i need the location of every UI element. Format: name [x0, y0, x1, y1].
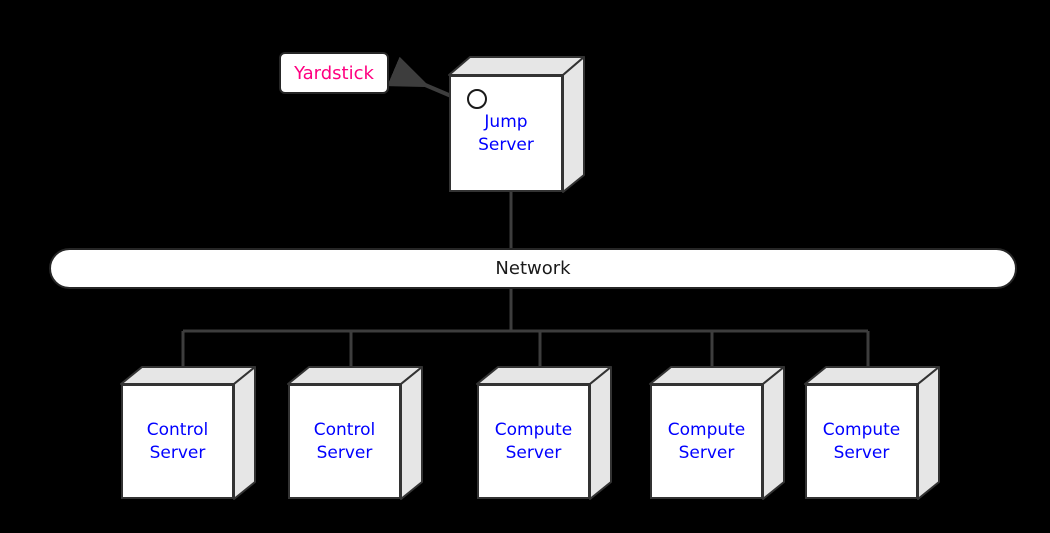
- jump-server-label: Jump Server: [478, 111, 534, 155]
- jump-server-3d-shading: [448, 56, 585, 193]
- compute-server-2-3d-shading: [649, 366, 785, 500]
- jump-server-node[interactable]: Jump Server: [449, 57, 584, 192]
- network-label: Network: [495, 258, 571, 279]
- yardstick-label: Yardstick: [294, 62, 374, 84]
- network-node[interactable]: Network: [49, 248, 1017, 289]
- yardstick-node[interactable]: Yardstick: [279, 52, 389, 94]
- compute-server-3-3d-shading: [804, 366, 940, 500]
- control-server-1-3d-shading: [120, 366, 256, 500]
- compute-server-1-3d-shading: [476, 366, 612, 500]
- jump-server-front-face: Jump Server: [449, 75, 563, 192]
- jump-server-socket-icon[interactable]: [467, 89, 487, 109]
